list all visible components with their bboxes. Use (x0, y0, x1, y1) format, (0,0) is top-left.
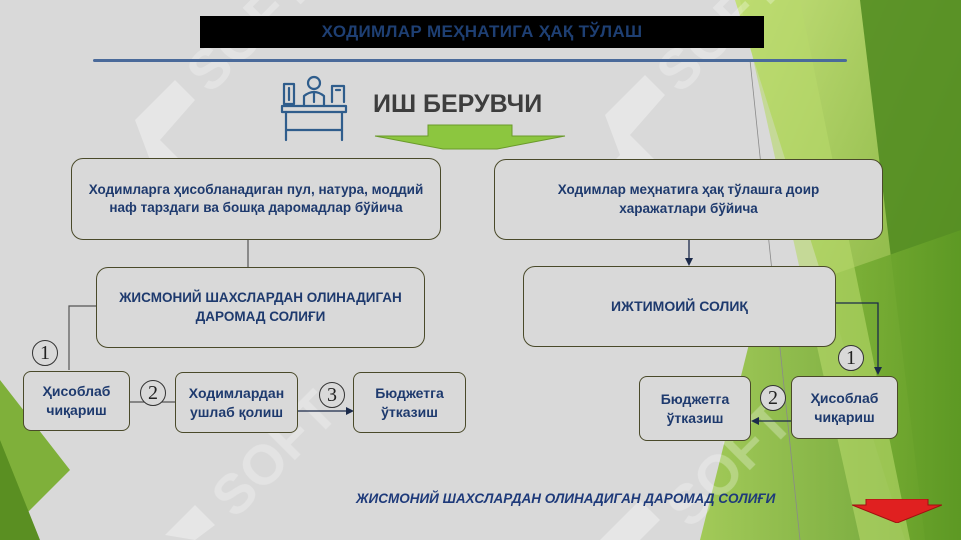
left-step-1-box: Ҳисоблаб чиқариш (23, 371, 130, 431)
left-step-3-number: 3 (319, 382, 345, 408)
right-step-2-box: Бюджетга ўтказиш (639, 376, 751, 441)
left-tax-text: ЖИСМОНИЙ ШАХСЛАРДАН ОЛИНАДИГАН ДАРОМАД С… (119, 290, 402, 324)
left-step-2-label: Ходимлардан ушлаб қолиш (188, 384, 285, 420)
right-step-1-label: Ҳисоблаб чиқариш (810, 389, 879, 425)
right-tax-box: ИЖТИМОИЙ СОЛИҚ (523, 266, 836, 347)
employer-label: ИШ БЕРУВЧИ (373, 90, 543, 118)
left-source-text: Ходимларга ҳисобланадиган пул, натура, м… (88, 181, 424, 215)
right-tax-text: ИЖТИМОИЙ СОЛИҚ (611, 298, 748, 315)
next-slide-arrow-icon[interactable] (852, 499, 942, 523)
slide-title: ХОДИМЛАР МЕҲНАТИГА ҲАҚ ТЎЛАШ (200, 16, 764, 48)
slide-title-text: ХОДИМЛАР МЕҲНАТИГА ҲАҚ ТЎЛАШ (321, 22, 643, 41)
title-divider (93, 59, 847, 62)
left-source-box: Ходимларга ҳисобланадиган пул, натура, м… (71, 158, 441, 240)
right-step-1-number: 1 (838, 345, 864, 371)
right-step-1-box: Ҳисоблаб чиқариш (791, 376, 898, 439)
right-step-2-number: 2 (760, 385, 786, 411)
footer-caption: ЖИСМОНИЙ ШАХСЛАРДАН ОЛИНАДИГАН ДАРОМАД С… (356, 491, 776, 506)
right-step-2-label: Бюджетга ўтказиш (660, 390, 730, 426)
left-step-1-label: Ҳисоблаб чиқариш (42, 383, 111, 418)
right-source-text: Ходимлар меҳнатига ҳақ тўлашга доир хара… (557, 182, 820, 216)
left-step-1-number: 1 (32, 340, 58, 366)
left-step-3-box: Бюджетга ўтказиш (353, 372, 466, 433)
employer-icon (280, 75, 348, 142)
right-source-box: Ходимлар меҳнатига ҳақ тўлашга доир хара… (494, 159, 883, 240)
left-step-2-number: 2 (140, 380, 166, 406)
left-step-2-box: Ходимлардан ушлаб қолиш (175, 372, 298, 433)
left-step-3-label: Бюджетга ўтказиш (375, 384, 444, 420)
left-tax-box: ЖИСМОНИЙ ШАХСЛАРДАН ОЛИНАДИГАН ДАРОМАД С… (96, 267, 425, 348)
